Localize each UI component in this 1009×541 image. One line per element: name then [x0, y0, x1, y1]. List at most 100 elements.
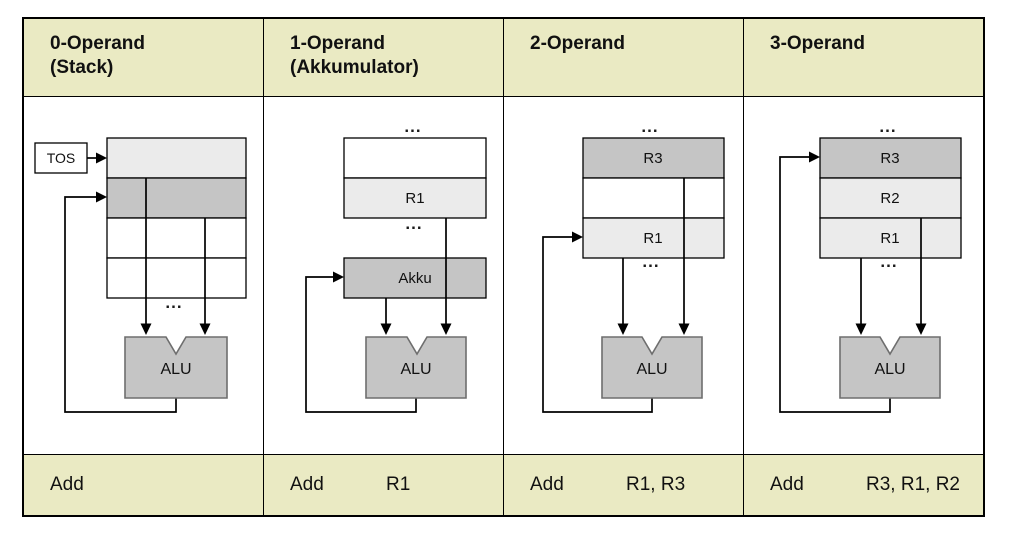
alu-unit: ALU — [601, 336, 703, 399]
register-file: R3 R1 — [582, 137, 725, 259]
arrow-down-icon — [199, 323, 211, 335]
header-cell-three-operand: 3-Operand — [744, 19, 983, 97]
alu-unit: ALU — [124, 336, 228, 399]
tos-box — [34, 142, 88, 174]
column-three-operand: 3-Operand ... R3 R2 R1 ... — [743, 19, 983, 515]
header-cell-akkumulator: 1-Operand (Akkumulator) — [264, 19, 503, 97]
r1-label: R1 — [880, 230, 899, 247]
wire-akku-to-alu — [380, 298, 392, 335]
three-operand-diagram: ... R3 R2 R1 ... — [779, 117, 962, 413]
instruction-mnemonic: Add — [530, 474, 564, 495]
alu-unit: ALU — [365, 336, 467, 399]
wire-result-feedback — [779, 151, 891, 413]
wire-result-feedback — [542, 231, 653, 413]
architecture-table: 0-Operand (Stack) TOS — [22, 17, 985, 517]
register-cell-r2 — [819, 177, 962, 219]
wire-r1-to-alu — [855, 258, 867, 335]
diagram-cell-akkumulator: ... R1 ... Akku — [264, 97, 503, 454]
two-operand-diagram: ... R3 R1 ... — [542, 117, 725, 413]
ellipsis-top: ... — [641, 117, 658, 136]
ellipsis-top: ... — [404, 117, 421, 136]
arrow-down-icon — [140, 323, 152, 335]
register-file: R1 — [343, 137, 487, 219]
wire-operand-2 — [199, 218, 211, 335]
header-line1: 0-Operand — [50, 33, 146, 54]
ellipsis-middle: ... — [642, 252, 659, 271]
wire-result-feedback — [305, 271, 417, 413]
register-cell-empty — [582, 177, 725, 219]
instruction-operands: R1 — [386, 474, 411, 495]
header-line1: 2-Operand — [530, 33, 626, 54]
alu-shape — [365, 336, 467, 399]
wire-result-feedback — [64, 191, 177, 413]
ellipsis-middle: ... — [405, 214, 422, 233]
header-line1: 3-Operand — [770, 33, 866, 54]
stack-cell-tos — [106, 137, 247, 179]
alu-label: ALU — [636, 361, 667, 378]
header-cell-two-operand: 2-Operand — [504, 19, 743, 97]
alu-label: ALU — [874, 361, 905, 378]
alu-label: ALU — [400, 361, 431, 378]
arrow-down-icon — [617, 323, 629, 335]
akku-label: Akku — [398, 270, 431, 287]
instruction-operands: R3, R1, R2 — [866, 474, 960, 495]
arrow-down-icon — [380, 323, 392, 335]
alu-shape — [124, 336, 228, 399]
header-line2: (Akkumulator) — [290, 57, 419, 78]
stack-diagram: TOS ... — [34, 137, 247, 413]
ellipsis-top: ... — [879, 117, 896, 136]
instruction-cell-two-operand: Add R1, R3 — [504, 454, 743, 515]
tos-arrow-head-icon — [96, 152, 107, 164]
register-cell-empty — [343, 137, 487, 179]
column-akkumulator: 1-Operand (Akkumulator) ... R1 ... Akku — [263, 19, 503, 515]
register-cell-r3 — [819, 137, 962, 179]
wire-r2-to-alu — [915, 218, 927, 335]
arrow-right-icon — [96, 191, 107, 203]
arrow-right-icon — [572, 231, 583, 243]
r1-label: R1 — [405, 190, 424, 207]
register-cell-r1 — [819, 217, 962, 259]
stack-cell-third — [106, 217, 247, 259]
r3-label: R3 — [643, 150, 662, 167]
arrow-down-icon — [678, 323, 690, 335]
instruction-mnemonic: Add — [290, 474, 324, 495]
arrow-right-icon — [809, 151, 820, 163]
ellipsis-middle: ... — [880, 252, 897, 271]
arrow-down-icon — [915, 323, 927, 335]
wire-operand-1 — [140, 178, 152, 335]
register-file: R3 R2 R1 — [819, 137, 962, 259]
arrow-right-icon — [333, 271, 344, 283]
wire-r1-to-alu — [617, 258, 629, 335]
wire-r3-to-alu — [678, 178, 690, 335]
stack-cell-second — [106, 177, 247, 219]
arrow-down-icon — [855, 323, 867, 335]
header-line1: 1-Operand — [290, 33, 386, 54]
diagram-cell-two-operand: ... R3 R1 ... — [504, 97, 743, 454]
arrow-down-icon — [440, 323, 452, 335]
r1-label: R1 — [643, 230, 662, 247]
tos-pointer: TOS — [34, 142, 107, 174]
header-cell-stack: 0-Operand (Stack) — [24, 19, 263, 97]
akku-register: Akku — [343, 257, 487, 299]
stack-cell-fourth — [106, 257, 247, 299]
akku-box — [343, 257, 487, 299]
r3-label: R3 — [880, 150, 899, 167]
register-cell-r1 — [582, 217, 725, 259]
column-stack: 0-Operand (Stack) TOS — [24, 19, 263, 515]
alu-label: ALU — [160, 361, 191, 378]
wire-r1-to-alu — [440, 218, 452, 335]
alu-shape — [839, 336, 941, 399]
instruction-cell-stack: Add — [24, 454, 263, 515]
instruction-mnemonic: Add — [770, 474, 804, 495]
stack-register-file — [106, 137, 247, 299]
alu-shape — [601, 336, 703, 399]
tos-label: TOS — [47, 150, 76, 166]
column-two-operand: 2-Operand ... R3 R1 ... — [503, 19, 743, 515]
instruction-cell-three-operand: Add R3, R1, R2 — [744, 454, 983, 515]
akkumulator-diagram: ... R1 ... Akku — [305, 117, 487, 413]
instruction-cell-akkumulator: Add R1 — [264, 454, 503, 515]
instruction-mnemonic: Add — [50, 474, 84, 495]
register-cell-r1 — [343, 177, 487, 219]
ellipsis-bottom: ... — [165, 293, 182, 312]
